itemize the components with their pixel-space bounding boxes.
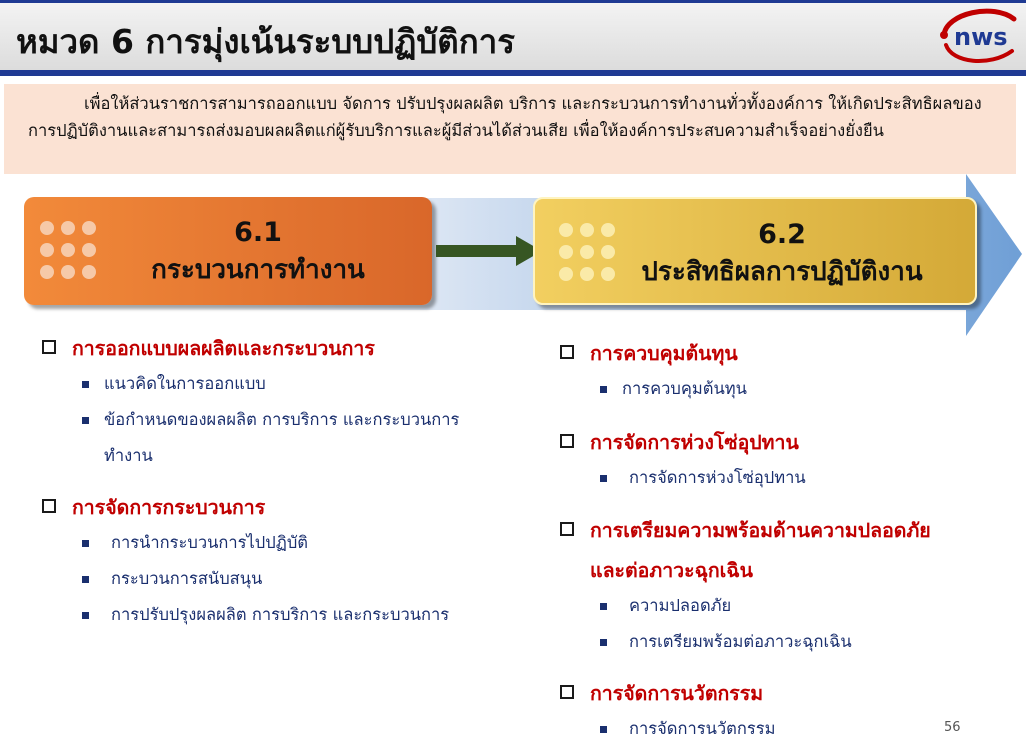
right-heading-4: การจัดการนวัตกรรม — [560, 678, 763, 709]
bullet-icon — [82, 540, 89, 547]
list-item: การควบคุมต้นทุน — [600, 371, 747, 407]
left-heading-2: การจัดการกระบวนการ — [42, 492, 265, 523]
header-bar: หมวด 6 การมุ่งเน้นระบบปฏิบัติการ nws — [0, 0, 1026, 70]
right-heading-3-continuation: และต่อภาวะฉุกเฉิน — [590, 559, 753, 582]
bullet-icon — [600, 475, 607, 482]
list-item: การนำกระบวนการไปปฏิบัติ — [82, 525, 308, 561]
right-heading-2: การจัดการห่วงโซ่อุปทาน — [560, 427, 799, 458]
intro-text: เพื่อให้ส่วนราชการสามารถออกแบบ จัดการ ปร… — [28, 94, 982, 140]
list-item: การจัดการนวัตกรรม — [600, 711, 775, 747]
intro-banner: เพื่อให้ส่วนราชการสามารถออกแบบ จัดการ ปร… — [4, 84, 1016, 174]
section-box-6-2: 6.2 ประสิทธิผลการปฏิบัติงาน — [533, 197, 977, 305]
list-item-continuation: ทำงาน — [104, 446, 153, 465]
right-heading-3: การเตรียมความพร้อมด้านความปลอดภัย — [560, 515, 931, 546]
checkbox-icon — [560, 345, 574, 359]
arrow-right-icon — [436, 236, 542, 266]
dots-icon — [559, 223, 615, 281]
checkbox-icon — [560, 434, 574, 448]
box-label: ประสิทธิผลการปฏิบัติงาน — [641, 257, 923, 287]
bullet-icon — [82, 576, 89, 583]
bullet-icon — [82, 417, 89, 424]
box-number: 6.1 — [234, 217, 282, 248]
list-item: การปรับปรุงผลผลิต การบริการ และกระบวนการ — [82, 597, 449, 633]
checkbox-icon — [560, 685, 574, 699]
section-box-6-1: 6.1 กระบวนการทำงาน — [24, 197, 432, 305]
box-label: กระบวนการทำงาน — [151, 255, 365, 285]
list-item: กระบวนการสนับสนุน — [82, 561, 262, 597]
checkbox-icon — [560, 522, 574, 536]
dots-icon — [40, 221, 96, 279]
bullet-icon — [600, 726, 607, 733]
checkbox-icon — [42, 340, 56, 354]
right-heading-1: การควบคุมต้นทุน — [560, 338, 738, 369]
bullet-icon — [600, 386, 607, 393]
list-item: ความปลอดภัย — [600, 588, 731, 624]
box-number: 6.2 — [758, 219, 806, 250]
bullet-icon — [600, 639, 607, 646]
logo-text: nws — [954, 23, 1008, 51]
header-divider — [0, 70, 1026, 76]
list-item: การเตรียมพร้อมต่อภาวะฉุกเฉิน — [600, 624, 852, 660]
bullet-icon — [82, 612, 89, 619]
bullet-icon — [82, 381, 89, 388]
list-item: ข้อกำหนดของผลผลิต การบริการ และกระบวนการ — [82, 402, 459, 438]
list-item: การจัดการห่วงโซ่อุปทาน — [600, 460, 806, 496]
list-item: แนวคิดในการออกแบบ — [82, 366, 266, 402]
checkbox-icon — [42, 499, 56, 513]
left-heading-1: การออกแบบผลผลิตและกระบวนการ — [42, 333, 375, 364]
page-title: หมวด 6 การมุ่งเน้นระบบปฏิบัติการ — [16, 22, 515, 61]
bullet-icon — [600, 603, 607, 610]
page-number: 56 — [944, 720, 961, 735]
logo-icon: nws — [940, 8, 1017, 63]
